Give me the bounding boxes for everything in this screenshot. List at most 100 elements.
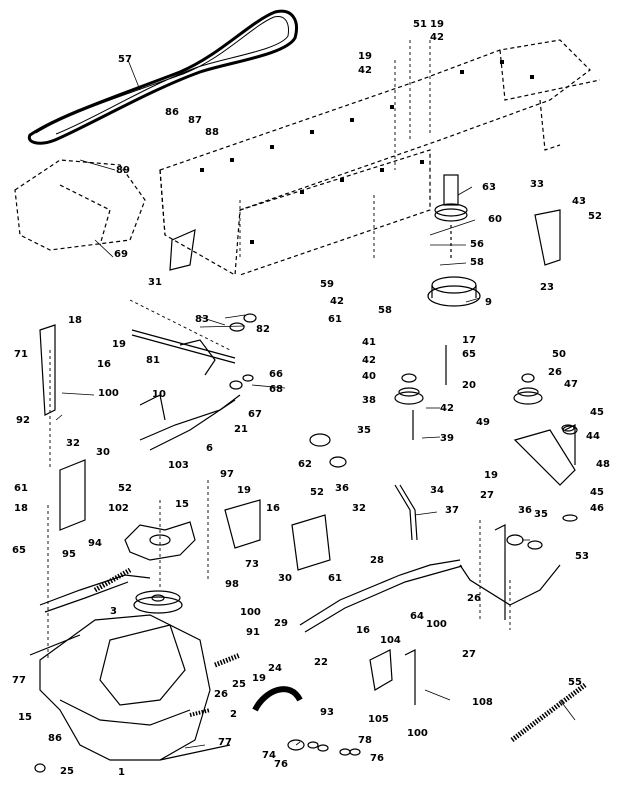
part-callout: 16 [97,359,111,370]
part-callout: 3 [110,606,117,617]
hardware [34,313,578,773]
part-callout: 36 [518,505,532,516]
part-callout: 26 [548,367,562,378]
part-callout: 100 [426,619,447,630]
part-callout: 87 [188,115,202,126]
part-callout: 108 [472,697,493,708]
part-callout: 22 [314,657,328,668]
part-callout: 62 [298,459,312,470]
part-callout: 20 [462,380,476,391]
part-callout: 9 [485,297,492,308]
part-callout: 73 [245,559,259,570]
part-callout: 104 [380,635,401,646]
idler-pulleys [394,345,543,440]
part-callout: 77 [12,675,26,686]
part-callout: 34 [430,485,444,496]
part-callout: 35 [357,425,371,436]
part-callout: 47 [564,379,578,390]
part-callout: 98 [225,579,239,590]
part-callout: 52 [588,211,602,222]
part-callout: 51 [413,19,427,30]
part-callout: 42 [430,32,444,43]
part-callout: 82 [256,324,270,335]
part-callout: 103 [168,460,189,471]
frame-rail [14,39,601,276]
part-callout: 45 [590,487,604,498]
part-callout: 52 [118,483,132,494]
part-callout: 36 [335,483,349,494]
part-callout: 31 [148,277,162,288]
part-callout: 27 [462,649,476,660]
part-callout: 100 [407,728,428,739]
part-callout: 74 [262,750,276,761]
part-callout: 35 [534,509,548,520]
part-callout: 53 [575,551,589,562]
part-callout: 19 [430,19,444,30]
part-callout: 76 [274,759,288,770]
springs [93,567,587,742]
part-callout: 52 [310,487,324,498]
part-callout: 48 [596,459,610,470]
part-callout: 69 [114,249,128,260]
part-callout: 25 [232,679,246,690]
part-callout: 89 [116,165,130,176]
part-callout: 41 [362,337,376,348]
part-callout: 57 [118,54,132,65]
part-callout: 92 [16,415,30,426]
part-callout: 32 [66,438,80,449]
part-callout: 15 [175,499,189,510]
part-callout: 63 [482,182,496,193]
part-callout: 58 [378,305,392,316]
part-callout: 16 [266,503,280,514]
part-callout: 37 [445,505,459,516]
part-callout: 2 [230,709,237,720]
part-callout: 100 [240,607,261,618]
part-callout: 6 [206,443,213,454]
part-callout: 64 [410,611,424,622]
part-callout: 42 [440,403,454,414]
part-callout: 83 [195,314,209,325]
part-callout: 26 [214,689,228,700]
part-callout: 30 [278,573,292,584]
part-callout: 30 [96,447,110,458]
drive-belt [27,9,298,145]
part-callout: 27 [480,490,494,501]
part-callout: 24 [268,663,282,674]
part-callout: 105 [368,714,389,725]
part-callout: 43 [572,196,586,207]
part-callout: 18 [14,503,28,514]
part-callout: 19 [358,51,372,62]
part-callout: 56 [470,239,484,250]
part-callout: 78 [358,735,372,746]
part-callout: 77 [218,737,232,748]
part-callout: 26 [467,593,481,604]
part-callout: 93 [320,707,334,718]
hose-and-lever [252,484,418,712]
part-callout: 42 [330,296,344,307]
part-callout: 18 [68,315,82,326]
part-callout: 28 [370,555,384,566]
part-callout: 95 [62,549,76,560]
part-callout: 65 [462,349,476,360]
part-callout: 68 [269,384,283,395]
part-callout: 58 [470,257,484,268]
part-callout: 81 [146,355,160,366]
part-callout: 10 [152,389,166,400]
shift-rods [39,524,561,633]
part-callout: 19 [112,339,126,350]
frame-holes [200,60,534,244]
part-callout: 39 [440,433,454,444]
part-callout: 60 [488,214,502,225]
part-callout: 67 [248,409,262,420]
part-callout: 49 [476,417,490,428]
brackets [169,209,578,571]
part-callout: 15 [18,712,32,723]
part-callout: 59 [320,279,334,290]
part-callout: 86 [48,733,62,744]
part-callout: 23 [540,282,554,293]
part-callout: 1 [118,767,125,778]
part-callout: 76 [370,753,384,764]
part-callout: 100 [98,388,119,399]
